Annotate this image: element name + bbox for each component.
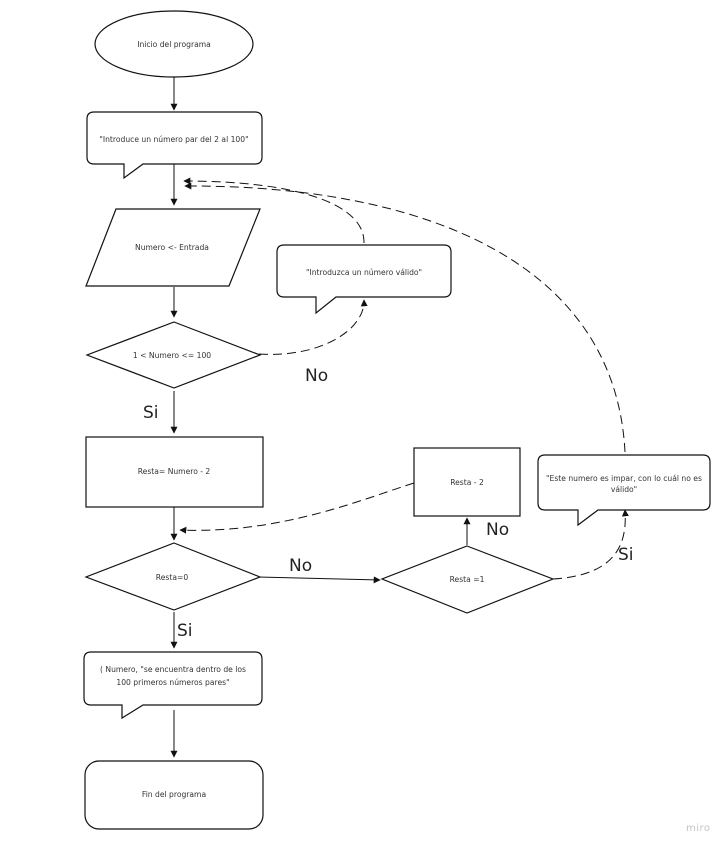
zero-label: Resta=0 <box>156 573 189 582</box>
odd-label-line1: "Este numero es impar, con lo cuál no es <box>546 474 702 483</box>
arrow-subtract-to-zero <box>179 482 415 534</box>
range-decision <box>85 321 262 389</box>
end-label: Fin del programa <box>142 790 206 799</box>
zero-no-label: No <box>289 556 312 576</box>
arrow-one-to-odd <box>552 509 629 580</box>
zero-si-label: Si <box>177 621 193 641</box>
prompt-message <box>86 111 263 180</box>
invalid-label: "Introduzca un número válido" <box>306 268 422 277</box>
start-terminal <box>94 10 254 78</box>
odd-message <box>537 454 711 527</box>
input-parallelogram <box>85 208 261 287</box>
result-label-line1: ( Numero, "se encuentra dentro de los <box>100 665 246 674</box>
arrow-range-to-invalid <box>258 299 368 355</box>
subtract-label: Resta - 2 <box>450 478 484 487</box>
one-decision <box>380 545 555 614</box>
prompt-label: "Introduce un número par del 2 al 100" <box>99 135 248 144</box>
end-terminal <box>84 760 264 830</box>
one-si-label: Si <box>618 545 634 565</box>
zero-decision <box>84 542 262 611</box>
arrow-odd-to-input <box>184 182 626 453</box>
range-label: 1 < Numero <= 100 <box>133 351 211 360</box>
assign-process <box>85 436 264 508</box>
result-message <box>83 651 263 720</box>
one-label: Resta =1 <box>450 575 485 584</box>
input-label: Numero <- Entrada <box>135 243 209 252</box>
range-si-label: Si <box>143 403 159 423</box>
one-no-label: No <box>486 520 509 540</box>
subtract-process <box>413 447 521 517</box>
start-label: Inicio del programa <box>137 40 211 49</box>
arrow-zero-to-one <box>257 576 381 584</box>
odd-label-line2: válido" <box>611 485 637 494</box>
assign-label: Resta= Numero - 2 <box>138 467 211 476</box>
invalid-message <box>276 244 452 315</box>
range-no-label: No <box>305 366 328 386</box>
miro-watermark: miro <box>686 823 711 834</box>
result-label-line2: 100 primeros números pares" <box>116 678 229 687</box>
